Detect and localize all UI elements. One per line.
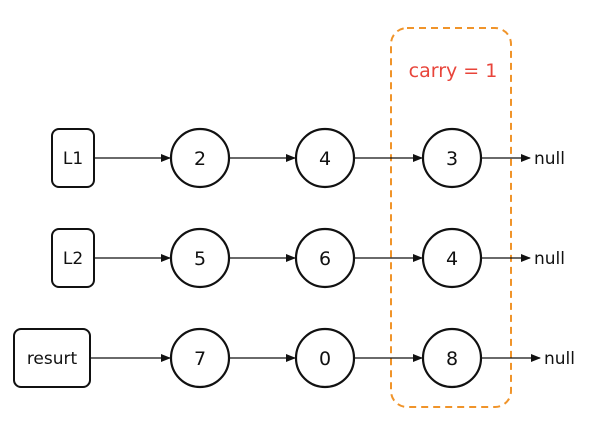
null-terminal: null xyxy=(544,349,575,369)
list-node xyxy=(294,327,356,389)
list-node xyxy=(169,227,231,289)
list-node xyxy=(169,327,231,389)
carry-highlight-box xyxy=(390,27,512,408)
list-node xyxy=(169,127,231,189)
node-value: 2 xyxy=(194,148,206,170)
node-value: 5 xyxy=(194,248,206,270)
null-terminal: null xyxy=(534,149,565,169)
list-label-box xyxy=(13,328,91,388)
node-value: 8 xyxy=(446,348,458,370)
list-label: L1 xyxy=(63,149,83,169)
list-row: resurt 7 0 8 null xyxy=(13,327,575,389)
node-value: 7 xyxy=(194,348,206,370)
list-node xyxy=(294,227,356,289)
list-label: L2 xyxy=(63,249,83,269)
node-value: 6 xyxy=(319,248,331,270)
list-node xyxy=(294,127,356,189)
node-value: 4 xyxy=(446,248,458,270)
node-value: 0 xyxy=(319,348,331,370)
carry-label: carry = 1 xyxy=(409,60,498,82)
null-terminal: null xyxy=(534,249,565,269)
list-label-box xyxy=(51,228,95,288)
list-label-box xyxy=(51,128,95,188)
list-row: L1 2 4 3 null xyxy=(51,127,565,189)
list-node xyxy=(421,327,483,389)
list-row: L2 5 6 4 null xyxy=(51,227,565,289)
list-label: resurt xyxy=(27,349,78,369)
node-value: 4 xyxy=(319,148,331,170)
node-value: 3 xyxy=(446,148,458,170)
list-node xyxy=(421,227,483,289)
list-node xyxy=(421,127,483,189)
